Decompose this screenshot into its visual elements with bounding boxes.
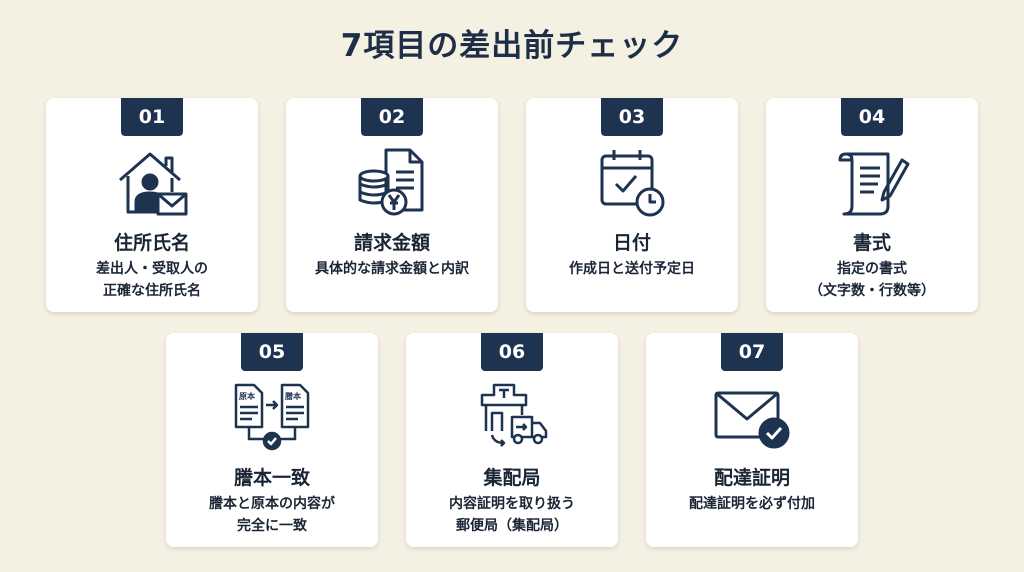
check-card-02: 02 請求金額 具体的な請求金額と内訳 (286, 98, 498, 312)
card-number-badge: 01 (121, 98, 183, 136)
desc-line: 内容証明を取り扱う (449, 496, 575, 512)
card-number-badge: 03 (601, 98, 663, 136)
desc-line: 作成日と送付予定日 (569, 261, 695, 277)
card-title: 日付 (612, 232, 651, 254)
card-title: 書式 (852, 232, 891, 254)
card-description: 差出人・受取人の正確な住所氏名 (46, 258, 258, 302)
card-title: 住所氏名 (113, 232, 190, 254)
check-card-06: 06 集配局 内容証明を取り扱う郵便局（集配局） (406, 333, 618, 547)
scroll-pen-icon (832, 146, 912, 218)
desc-line: 謄本と原本の内容が (209, 496, 335, 512)
desc-line: 完全に一致 (237, 518, 307, 534)
page-title: 7項目の差出前チェック (340, 28, 684, 64)
doc-label-copy: 謄本 (285, 391, 301, 401)
desc-line: 指定の書式 (837, 261, 907, 277)
card-number-badge: 02 (361, 98, 423, 136)
card-description: 謄本と原本の内容が完全に一致 (166, 493, 378, 537)
card-number-badge: 04 (841, 98, 903, 136)
house-person-envelope-icon (112, 146, 192, 218)
desc-line: 差出人・受取人の (96, 261, 208, 277)
card-title: 請求金額 (353, 232, 430, 254)
card-title: 謄本一致 (233, 467, 310, 489)
doc-label-original: 原本 (239, 391, 255, 401)
document-compare-icon: 原本 謄本 (232, 381, 312, 453)
coins-document-icon (352, 146, 432, 218)
post-office-truck-icon (472, 381, 552, 453)
desc-line: 正確な住所氏名 (103, 283, 201, 299)
card-number-badge: 05 (241, 333, 303, 371)
envelope-check-icon (712, 381, 792, 453)
card-description: 具体的な請求金額と内訳 (286, 258, 498, 280)
check-card-07: 07 配達証明 配達証明を必ず付加 (646, 333, 858, 547)
calendar-clock-icon (592, 146, 672, 218)
card-number-badge: 07 (721, 333, 783, 371)
check-card-03: 03 日付 作成日と送付予定日 (526, 98, 738, 312)
check-card-05: 05 原本 謄本 謄本一致 謄本と原本の内容が完全に一致 (166, 333, 378, 547)
card-description: 作成日と送付予定日 (526, 258, 738, 280)
check-card-01: 01 住所氏名 差出人・受取人の正確な住所氏名 (46, 98, 258, 312)
card-number-badge: 06 (481, 333, 543, 371)
card-title: 配達証明 (713, 467, 790, 489)
check-card-04: 04 書式 指定の書式 （文字数・行数等） (766, 98, 978, 312)
card-description: 配達証明を必ず付加 (646, 493, 858, 515)
desc-line: 配達証明を必ず付加 (689, 496, 815, 512)
card-description: 指定の書式 （文字数・行数等） (766, 258, 978, 302)
card-title: 集配局 (483, 467, 541, 489)
desc-line: （文字数・行数等） (809, 283, 935, 299)
card-description: 内容証明を取り扱う郵便局（集配局） (406, 493, 618, 537)
desc-line: 郵便局（集配局） (456, 518, 568, 534)
desc-line: 具体的な請求金額と内訳 (315, 261, 469, 277)
